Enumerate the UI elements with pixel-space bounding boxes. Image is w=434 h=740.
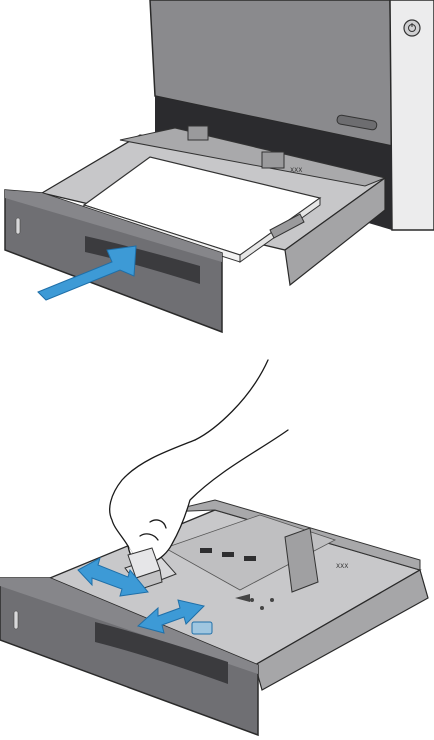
tray-handle-mark [16, 218, 20, 234]
tray-size-marks: XXX [290, 167, 302, 174]
insert-tray-step: XXX [5, 0, 434, 332]
tray-handle-mark-2 [14, 611, 18, 629]
paper-tray-open: XXX [0, 500, 428, 735]
adjust-guides-step: XXX [0, 360, 428, 735]
power-button-icon [404, 20, 420, 36]
guide-release-latch [192, 622, 212, 634]
tray-size-marks-2: XXX [336, 563, 348, 570]
